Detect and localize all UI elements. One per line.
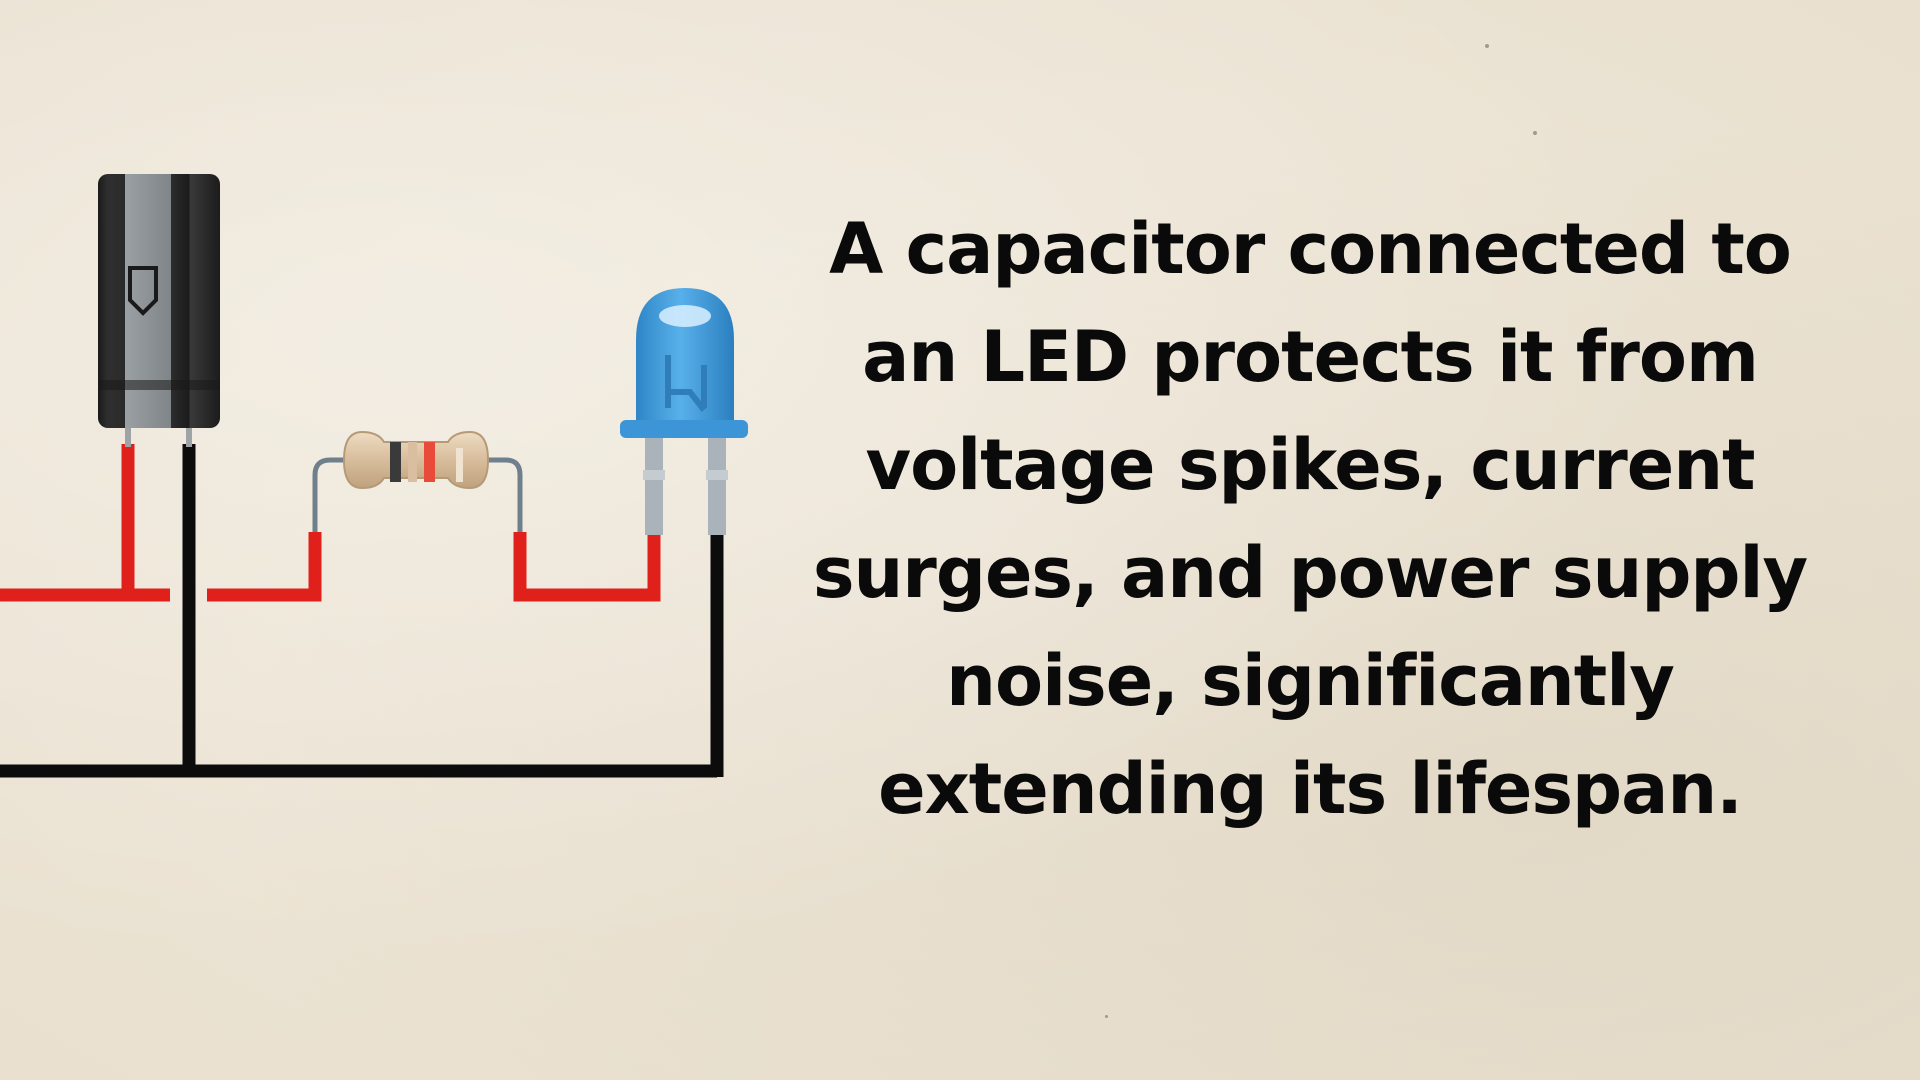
resistor-band bbox=[456, 448, 463, 482]
capacitor-positive-wire bbox=[0, 444, 170, 602]
paper-speck bbox=[1105, 1015, 1108, 1018]
resistor-band bbox=[424, 442, 435, 482]
led-highlight bbox=[659, 305, 711, 327]
resistor-band bbox=[390, 442, 401, 482]
electrolytic-capacitor-icon bbox=[98, 174, 220, 447]
blue-led-icon bbox=[620, 288, 748, 535]
caption-text: A capacitor connected to an LED protects… bbox=[812, 208, 1808, 830]
positive-wires bbox=[0, 444, 661, 602]
resistor-band bbox=[408, 442, 417, 482]
paper-speck bbox=[1485, 44, 1489, 48]
resistor-left-wire bbox=[207, 532, 322, 602]
resistor-icon bbox=[312, 430, 523, 532]
negative-wires bbox=[0, 444, 724, 778]
paper-speck bbox=[1533, 131, 1537, 135]
resistor-right-led-wire bbox=[513, 532, 661, 602]
led-anvil bbox=[665, 355, 707, 412]
capacitor-polarity-mark bbox=[128, 266, 158, 316]
